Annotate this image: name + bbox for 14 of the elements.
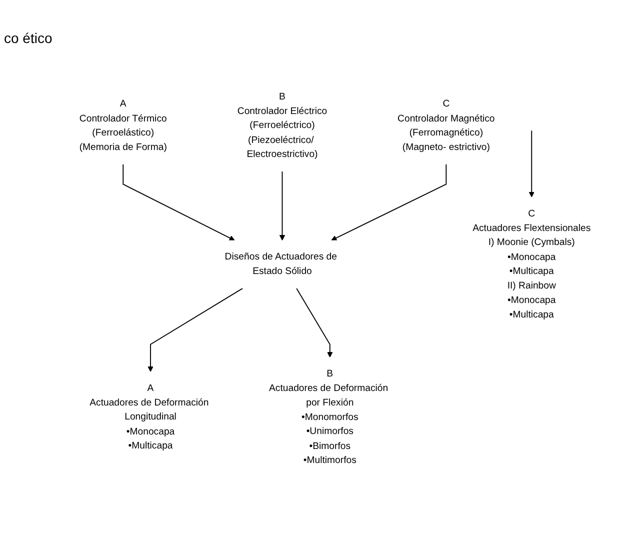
- arrow: [122, 164, 235, 240]
- node-text: C Actuadores Flextensionales I) Moonie (Cymbals) •Monocapa •Multicapa II) Rainbow •Monocapa •Multicapa: [472, 208, 591, 320]
- node-text: Diseños de Actuadores de Estado Sólido: [224, 250, 337, 276]
- node-text: A Controlador Térmico (Ferroelástico) (Memoria de Forma): [79, 98, 167, 152]
- arrow: [279, 170, 286, 240]
- node-text: B Actuadores de Deformación por Flexión •Monomorfos •Unimorfos •Bimorfos •Multimorfos: [268, 368, 388, 466]
- arrow: [296, 288, 333, 358]
- node-text: C Controlador Magnético (Ferromagnético) (Magneto- estrictivo): [398, 98, 495, 152]
- arrow: [331, 164, 447, 240]
- arrow: [148, 288, 244, 372]
- node-text: B Controlador Eléctrico (Ferroeléctrico) (Piezoeléctrico/ Electroestrictivo): [237, 90, 328, 160]
- node-text: A Actuadores de Deformación Longitudinal •Monocapa •Multicapa: [90, 382, 209, 451]
- note-text: co ético: [4, 30, 54, 46]
- arrow: [528, 130, 534, 198]
